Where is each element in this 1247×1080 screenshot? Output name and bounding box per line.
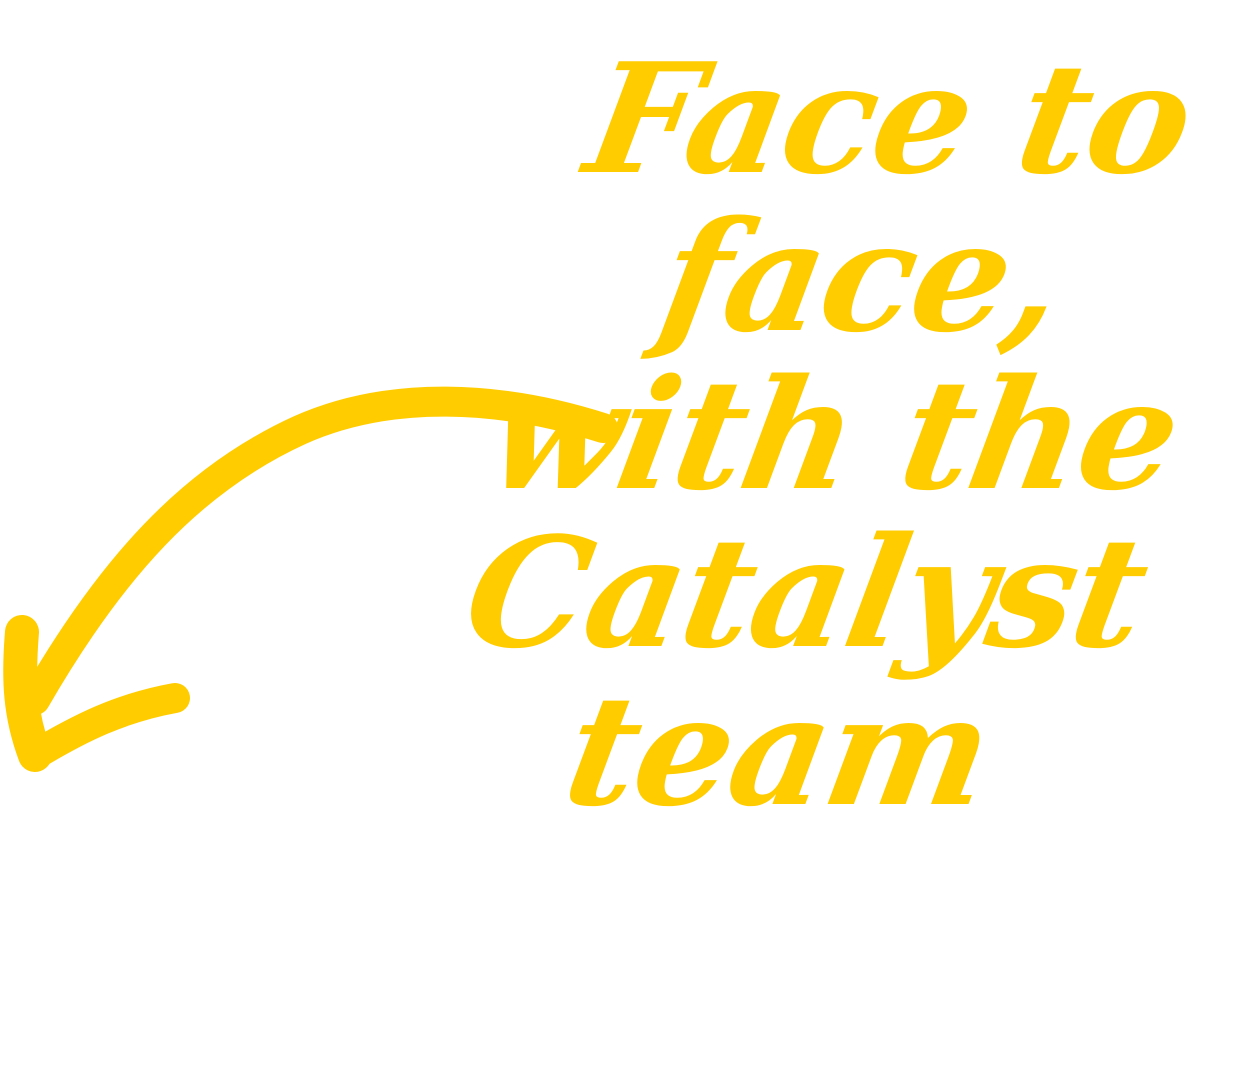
- headline-line-1: Face to: [574, 29, 1205, 208]
- headline-line-5: team: [553, 661, 1004, 840]
- headline-line-4: Catalyst: [453, 503, 1159, 682]
- headline-script-text: Face to face, with the Catalyst team: [421, 29, 1247, 840]
- arrow-head-right-barb: [20, 683, 190, 770]
- headline-line-3: with the: [476, 345, 1192, 524]
- headline-line-2: face,: [647, 187, 1076, 366]
- arrow-shaft: [20, 386, 618, 715]
- arrow-head-left-barb: [3, 615, 52, 772]
